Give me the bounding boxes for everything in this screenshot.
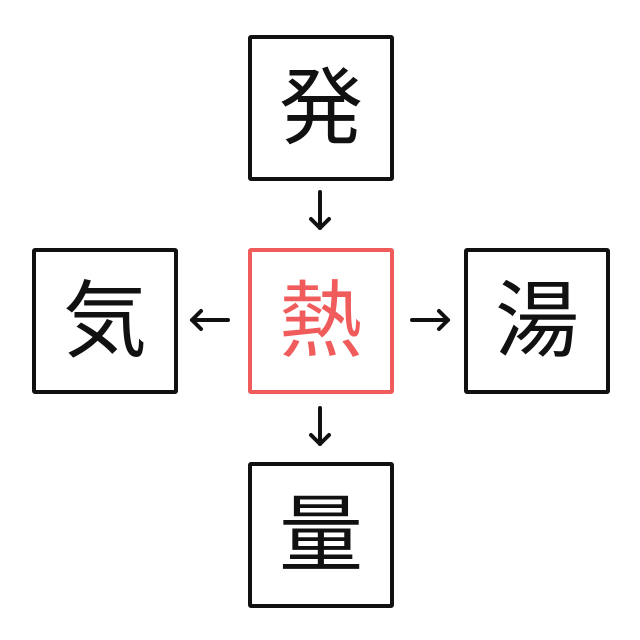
- left-kanji-box: 気: [32, 248, 178, 394]
- right-kanji-box: 湯: [464, 248, 610, 394]
- arrow-down-icon: [309, 190, 331, 230]
- top-kanji-box: 発: [248, 35, 394, 181]
- top-kanji: 発: [278, 59, 363, 157]
- bottom-kanji: 量: [278, 486, 363, 584]
- arrow-right-icon: [410, 309, 450, 331]
- arrow-down-icon: [309, 406, 331, 446]
- center-kanji-box: 熱: [248, 248, 394, 394]
- left-kanji: 気: [62, 272, 147, 370]
- right-kanji: 湯: [494, 272, 579, 370]
- bottom-kanji-box: 量: [248, 462, 394, 608]
- arrow-left-icon: [190, 309, 230, 331]
- center-kanji: 熱: [278, 272, 363, 370]
